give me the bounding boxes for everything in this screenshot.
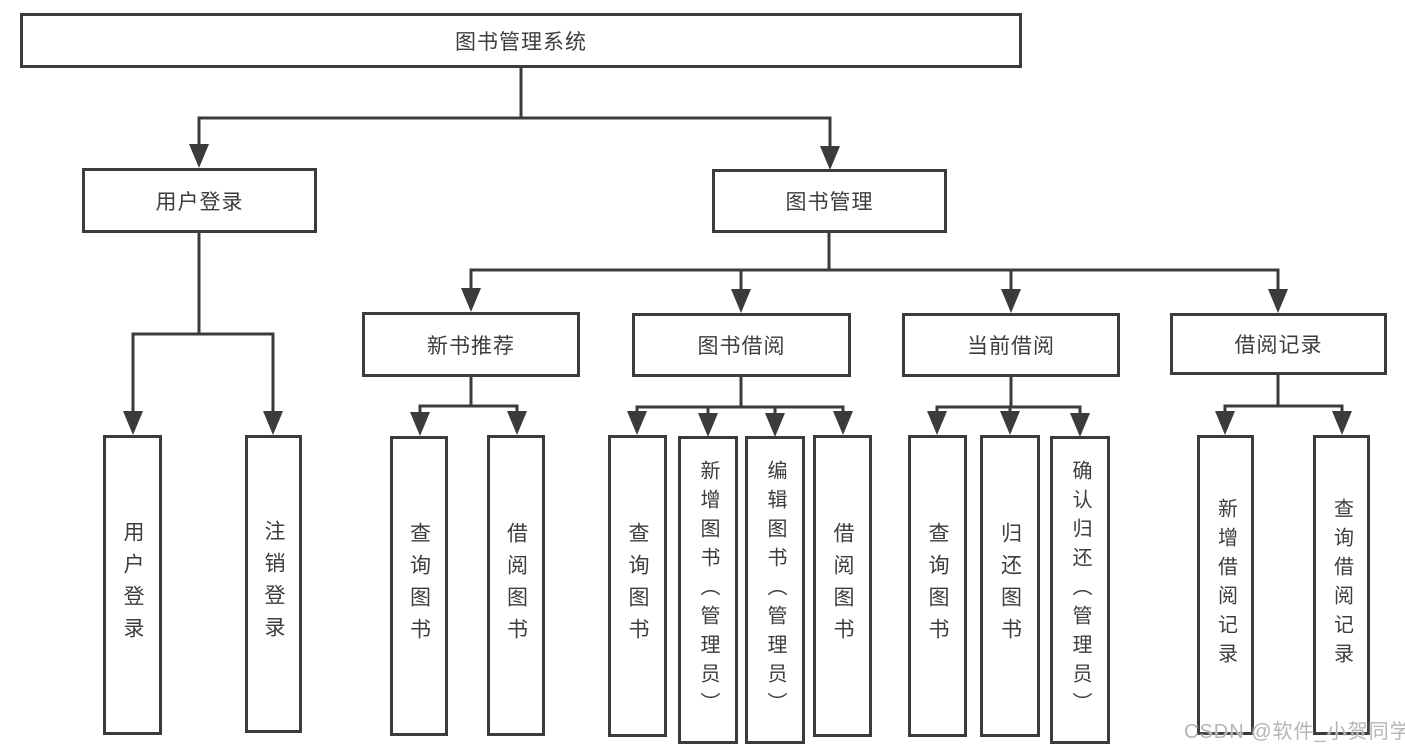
- leaf-query-books-borrow-label: 查询图书: [626, 522, 649, 650]
- current-borrowing-label: 当前借阅: [967, 335, 1055, 358]
- leaf-logout-label: 注销登录: [262, 520, 285, 648]
- leaf-add-borrow-record-node: 新增借阅记录: [1197, 435, 1254, 735]
- leaf-query-books-current-node: 查询图书: [908, 435, 967, 737]
- leaf-add-books-admin-label: 新增图书（管理员）: [697, 459, 719, 721]
- leaf-borrow-books-newbook-label: 借阅图书: [504, 521, 528, 650]
- leaf-borrow-books-label: 借阅图书: [831, 522, 854, 650]
- user-login-node: 用户登录: [82, 168, 317, 233]
- leaf-query-books-newbook-node: 查询图书: [390, 436, 448, 736]
- leaf-query-books-newbook-label: 查询图书: [407, 522, 431, 650]
- leaf-query-books-current-label: 查询图书: [926, 522, 949, 650]
- book-borrowing-label: 图书借阅: [697, 335, 786, 358]
- user-login-label: 用户登录: [155, 190, 244, 214]
- leaf-borrow-books-newbook-node: 借阅图书: [487, 435, 545, 736]
- leaf-return-books-node: 归还图书: [980, 435, 1040, 737]
- leaf-return-books-label: 归还图书: [998, 522, 1022, 650]
- leaf-logout-node: 注销登录: [245, 435, 302, 733]
- leaf-query-books-borrow-node: 查询图书: [608, 435, 667, 737]
- new-book-recommend-node: 新书推荐: [362, 312, 580, 377]
- leaf-confirm-return-admin-node: 确认归还（管理员）: [1050, 436, 1110, 744]
- book-management-label: 图书管理: [785, 191, 874, 214]
- leaf-user-login-label: 用户登录: [121, 521, 144, 649]
- leaf-edit-books-admin-node: 编辑图书（管理员）: [745, 436, 805, 744]
- new-book-recommend-label: 新书推荐: [427, 334, 515, 358]
- book-management-node: 图书管理: [712, 169, 947, 233]
- borrow-records-node: 借阅记录: [1170, 313, 1387, 375]
- leaf-add-borrow-record-label: 新增借阅记录: [1214, 498, 1237, 672]
- leaf-query-borrow-record-label: 查询借阅记录: [1330, 498, 1353, 672]
- leaf-edit-books-admin-label: 编辑图书（管理员）: [764, 459, 786, 721]
- system-root-label: 图书管理系统: [455, 30, 587, 54]
- borrow-records-label: 借阅记录: [1234, 334, 1323, 357]
- leaf-borrow-books-node: 借阅图书: [813, 435, 872, 737]
- system-root-node: 图书管理系统: [20, 13, 1022, 68]
- leaf-confirm-return-admin-label: 确认归还（管理员）: [1069, 459, 1091, 721]
- current-borrowing-node: 当前借阅: [902, 313, 1120, 377]
- book-borrowing-node: 图书借阅: [632, 313, 851, 377]
- leaf-query-borrow-record-node: 查询借阅记录: [1313, 435, 1370, 735]
- leaf-add-books-admin-node: 新增图书（管理员）: [678, 436, 738, 744]
- csdn-watermark: CSDN @软件_小贺同学: [1184, 721, 1405, 743]
- leaf-user-login-node: 用户登录: [103, 435, 162, 735]
